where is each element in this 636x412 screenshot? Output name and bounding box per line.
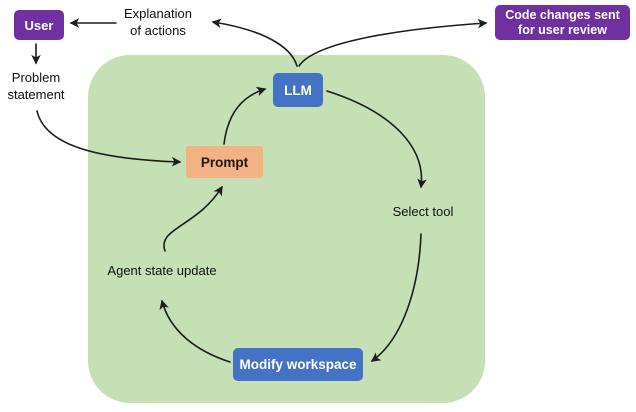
user-node-label: User — [24, 17, 54, 33]
prompt-node: Prompt — [186, 146, 263, 178]
code-review-node: Code changes sent for user review — [495, 5, 630, 40]
agent-state-update-label: Agent state update — [103, 263, 221, 280]
explanation-label-line1: Explanation — [124, 6, 192, 21]
select-tool-label-text: Select tool — [392, 204, 454, 219]
problem-statement-label-line1: Problem — [11, 70, 61, 85]
code-review-node-label-line1: Code changes sent — [505, 7, 620, 22]
llm-node-label: LLM — [284, 82, 312, 98]
select-tool-label: Select tool — [383, 204, 463, 221]
code-review-node-label-line2: for user review — [518, 22, 607, 37]
user-node: User — [14, 10, 64, 40]
modify-workspace-node: Modify workspace — [233, 348, 363, 381]
prompt-node-label: Prompt — [200, 154, 249, 170]
llm-node: LLM — [273, 73, 323, 107]
agent-state-update-label-text: Agent state update — [107, 263, 217, 278]
problem-statement-label: Problem statement — [4, 70, 68, 103]
problem-statement-label-line2: statement — [7, 86, 65, 102]
modify-workspace-node-label: Modify workspace — [239, 357, 357, 372]
explanation-label-line2: of actions — [130, 22, 186, 38]
explanation-of-actions-label: Explanation of actions — [110, 6, 206, 39]
